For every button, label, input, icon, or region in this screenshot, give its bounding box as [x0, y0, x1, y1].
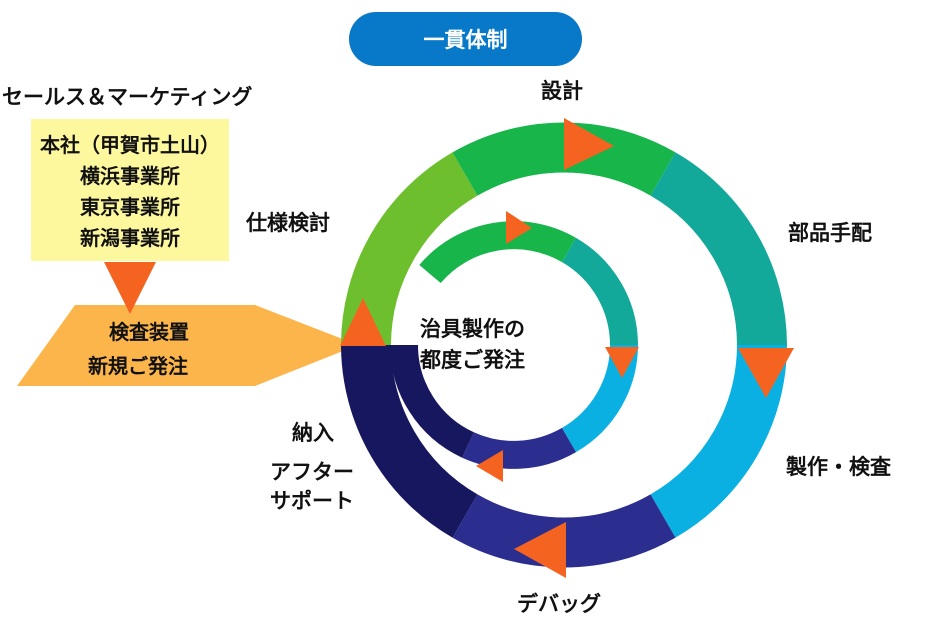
office-item: 東京事業所 [80, 195, 180, 219]
order-line-1: 検査装置 [109, 320, 189, 344]
inner-ring-teal [561, 237, 638, 346]
outer-ring-delivery [341, 344, 478, 538]
arrow-head-inner-indigo [476, 450, 503, 482]
inner-ring-indigo [462, 427, 577, 469]
arrow-head-inner-green [506, 211, 532, 244]
arrow-head-parts [738, 348, 794, 398]
arrow-head-inner-sky [605, 347, 639, 378]
order-arrow [17, 305, 358, 386]
office-down-arrow [104, 262, 156, 314]
title-text: 一貫体制 [423, 28, 508, 52]
stage-parts-label: 部品手配 [788, 221, 872, 245]
stage-design-label: 設計 [541, 79, 583, 103]
inner-ring-navy [389, 344, 475, 458]
sales-heading: セールス＆マーケティング [2, 85, 253, 109]
outer-ring-manufacture [650, 344, 787, 538]
arrow-head-spec [340, 298, 386, 346]
stage-delivery-label: 納入 [292, 421, 334, 445]
arrow-head-design [564, 118, 614, 170]
office-box: 本社（甲賀市土山） 横浜事業所 東京事業所 新潟事業所 [31, 119, 229, 261]
inner-ring-green [419, 221, 577, 284]
office-item: 新潟事業所 [80, 226, 180, 250]
center-line-2: 都度ご発注 [420, 348, 525, 372]
stage-after-line-1: アフター [270, 460, 354, 484]
arrow-head-debug [514, 522, 566, 578]
outer-ring-parts [650, 152, 787, 346]
stage-after-line-2: サポート [270, 489, 354, 513]
stage-debug-label: デバッグ [517, 592, 601, 616]
title-pill: 一貫体制 [349, 12, 582, 66]
stage-spec-label: 仕様検討 [246, 211, 330, 235]
center-line-1: 治具製作の [420, 317, 525, 341]
office-item: 本社（甲賀市土山） [40, 133, 220, 157]
stage-manufacture-label: 製作・検査 [786, 455, 891, 479]
order-line-2: 新規ご発注 [88, 354, 188, 378]
office-item: 横浜事業所 [80, 164, 180, 188]
